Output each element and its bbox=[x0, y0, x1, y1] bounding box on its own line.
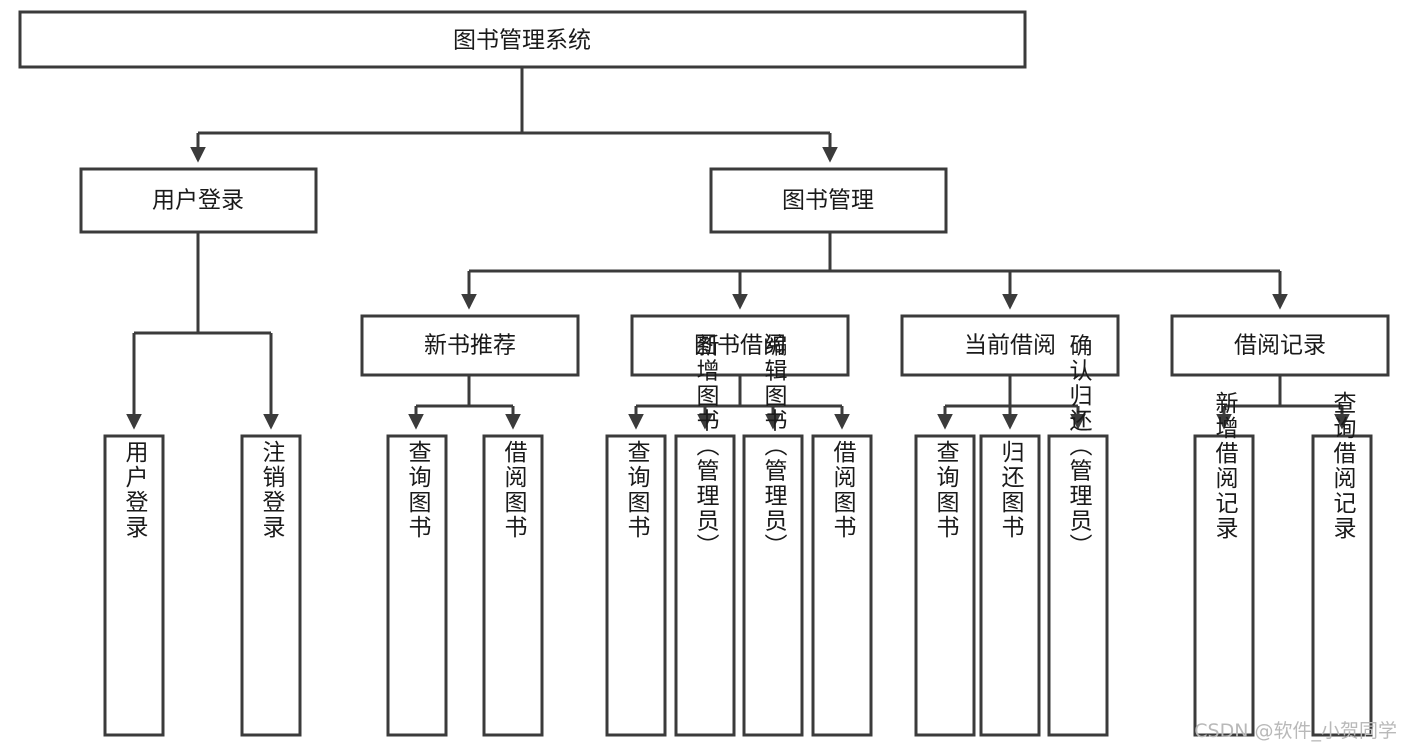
node-leaf-user-login-label: 用户登录 bbox=[121, 440, 149, 540]
node-leaf-query-record[interactable]: 查询借阅记录 bbox=[1311, 391, 1373, 737]
connector-current-borrow-to-leaves bbox=[937, 375, 1086, 430]
node-leaf-add-book-label: 新增图书（管理员） bbox=[692, 334, 720, 559]
connector-book-borrow-to-leaves bbox=[628, 375, 850, 430]
node-leaf-query-book-3[interactable]: 查询图书 bbox=[914, 434, 976, 737]
node-borrow-record-label: 借阅记录 bbox=[1234, 333, 1326, 359]
node-leaf-query-book-2[interactable]: 查询图书 bbox=[605, 434, 667, 737]
node-leaf-borrow-book-1[interactable]: 借阅图书 bbox=[482, 434, 544, 737]
connector-root-to-level2 bbox=[190, 67, 838, 163]
connector-borrow-record-to-leaves bbox=[1216, 375, 1350, 430]
node-leaf-query-book-2-label: 查询图书 bbox=[623, 440, 651, 540]
node-book-borrow-label: 图书借阅 bbox=[694, 333, 786, 359]
node-root-label: 图书管理系统 bbox=[453, 28, 591, 54]
node-current-borrow[interactable]: 当前借阅 bbox=[900, 314, 1120, 377]
node-leaf-edit-book[interactable]: 编辑图书（管理员） bbox=[742, 334, 804, 737]
node-book-borrow[interactable]: 图书借阅 bbox=[630, 314, 850, 377]
node-leaf-add-record[interactable]: 新增借阅记录 bbox=[1193, 391, 1255, 737]
node-root-system[interactable]: 图书管理系统 bbox=[18, 10, 1027, 69]
node-leaf-borrow-book-1-label: 借阅图书 bbox=[500, 440, 528, 540]
node-leaf-add-book[interactable]: 新增图书（管理员） bbox=[674, 334, 736, 737]
node-leaf-query-book-1-label: 查询图书 bbox=[404, 440, 432, 540]
node-leaf-query-book-1[interactable]: 查询图书 bbox=[386, 434, 448, 737]
connector-book-management-to-level3 bbox=[461, 232, 1288, 310]
node-leaf-query-book-3-label: 查询图书 bbox=[932, 440, 960, 540]
node-user-login-label: 用户登录 bbox=[152, 188, 244, 214]
node-leaf-user-login[interactable]: 用户登录 bbox=[103, 434, 165, 737]
connector-user-login-to-leaves bbox=[126, 232, 279, 430]
node-leaf-borrow-book-2-label: 借阅图书 bbox=[829, 440, 857, 540]
node-leaf-confirm-return-label: 确认归还（管理员） bbox=[1065, 334, 1093, 559]
node-book-management-label: 图书管理 bbox=[782, 188, 874, 214]
node-new-book-recommend-label: 新书推荐 bbox=[424, 333, 516, 359]
node-leaf-query-record-label: 查询借阅记录 bbox=[1329, 391, 1357, 541]
node-leaf-borrow-book-2[interactable]: 借阅图书 bbox=[811, 434, 873, 737]
node-leaf-return-book-label: 归还图书 bbox=[997, 440, 1025, 540]
node-leaf-logout-login[interactable]: 注销登录 bbox=[240, 434, 302, 737]
node-book-management[interactable]: 图书管理 bbox=[709, 167, 948, 234]
node-leaf-edit-book-label: 编辑图书（管理员） bbox=[760, 334, 788, 559]
node-leaf-add-record-label: 新增借阅记录 bbox=[1211, 391, 1239, 541]
node-user-login[interactable]: 用户登录 bbox=[79, 167, 318, 234]
node-leaf-return-book[interactable]: 归还图书 bbox=[979, 434, 1041, 737]
connector-new-book-recommend-to-leaves bbox=[408, 375, 521, 430]
node-current-borrow-label: 当前借阅 bbox=[964, 333, 1056, 359]
node-leaf-confirm-return[interactable]: 确认归还（管理员） bbox=[1047, 334, 1109, 737]
node-borrow-record[interactable]: 借阅记录 bbox=[1170, 314, 1390, 377]
node-leaf-logout-login-label: 注销登录 bbox=[258, 440, 286, 540]
node-new-book-recommend[interactable]: 新书推荐 bbox=[360, 314, 580, 377]
